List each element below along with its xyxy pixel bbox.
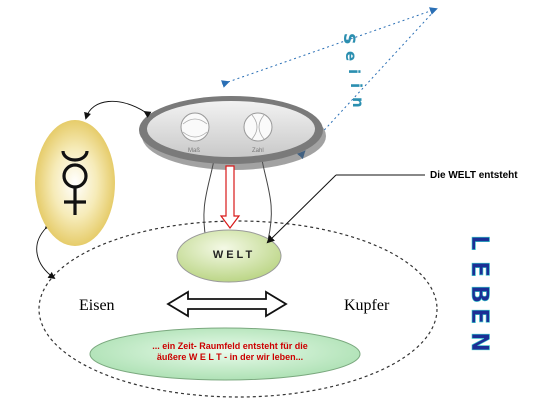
bottom-caption: ... ein Zeit- Raumfeld entsteht für die …: [110, 341, 350, 363]
eisen-label: Eisen: [79, 297, 115, 314]
welt-ellipse: [176, 229, 282, 283]
lens-right-caption: Zahl: [252, 148, 264, 154]
seiin-letter: i: [347, 83, 365, 88]
double-arrow: [166, 290, 288, 318]
seiin-letter: i: [345, 69, 363, 74]
leben-letter: E: [466, 261, 494, 277]
seiin-rays: [221, 7, 438, 160]
welt-pointer: [266, 174, 425, 244]
welt-entsteht-label: Die WELT entsteht: [430, 170, 518, 181]
leben-letter: N: [466, 332, 494, 352]
leben-letter: B: [466, 285, 494, 303]
connector-eye-mercury: [84, 100, 152, 120]
right-lens: [243, 112, 273, 142]
bottom-caption-line1: ... ein Zeit- Raumfeld entsteht für die: [152, 341, 308, 351]
kupfer-label: Kupfer: [344, 297, 390, 314]
lens-left-caption: Maß: [188, 148, 200, 154]
welt-label: WELT: [212, 249, 256, 261]
mercury-ellipse: [35, 120, 115, 246]
funnel-left: [203, 159, 215, 241]
connector-mercury-world: [36, 221, 56, 280]
bottom-caption-line2: äußere W E L T - in der wir leben...: [156, 352, 304, 362]
bottom-ellipse: [89, 327, 361, 381]
seiin-letter: n: [349, 97, 367, 108]
eye-oval: Maß Zahl: [139, 96, 326, 170]
outer-world-ellipse: [38, 220, 438, 398]
leben-word: L E B E N: [466, 235, 495, 353]
seiin-word: S e i i n: [340, 33, 367, 108]
red-down-arrow: [219, 165, 241, 229]
funnel-right: [261, 159, 272, 241]
mercury-symbol-icon: [61, 150, 89, 215]
left-lens: [180, 112, 210, 142]
seiin-letter: S: [340, 33, 359, 45]
seiin-letter: e: [342, 51, 360, 61]
leben-letter: E: [466, 308, 494, 324]
leben-letter: L: [466, 235, 494, 250]
